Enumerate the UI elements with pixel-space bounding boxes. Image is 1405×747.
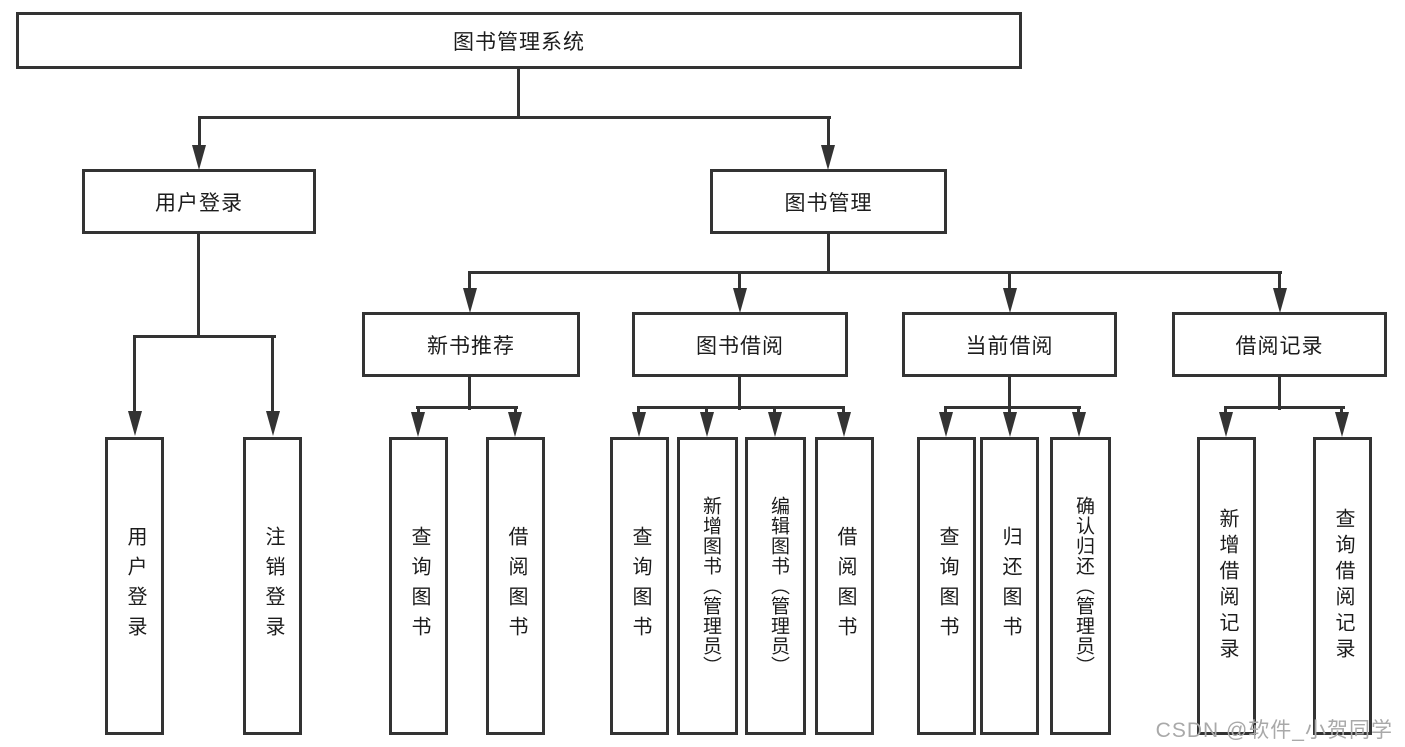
connector-line: [197, 231, 200, 338]
leaf-query-book-3: 查询图书: [917, 437, 976, 735]
node-new-book-recommend: 新书推荐: [362, 312, 580, 377]
connector-line: [514, 406, 517, 417]
arrow-down-icon: [1003, 412, 1017, 437]
connector-line: [944, 406, 1081, 409]
connector-line: [1340, 406, 1343, 417]
leaf-confirm-return-admin: 确认归还（管理员）: [1050, 437, 1111, 735]
watermark: CSDN @软件_小贺同学: [1155, 719, 1393, 742]
arrow-down-icon: [837, 412, 851, 437]
leaf-query-book-2: 查询图书: [610, 437, 669, 735]
node-current-borrow: 当前借阅: [902, 312, 1117, 377]
connector-line: [468, 271, 1282, 274]
leaf-logout-login: 注销登录: [243, 437, 302, 735]
arrow-down-icon: [192, 145, 206, 170]
connector-line: [1278, 271, 1281, 291]
connector-line: [1008, 406, 1011, 417]
leaf-user-login: 用户登录: [105, 437, 164, 735]
connector-line: [133, 335, 276, 338]
connector-line: [1224, 406, 1227, 417]
arrow-down-icon: [1072, 412, 1086, 437]
leaf-borrow-book-2: 借阅图书: [815, 437, 874, 735]
leaf-add-book-admin: 新增图书（管理员）: [677, 437, 738, 735]
leaf-query-borrow-record: 查询借阅记录: [1313, 437, 1372, 735]
arrow-down-icon: [1273, 288, 1287, 313]
arrow-down-icon: [1219, 412, 1233, 437]
arrow-down-icon: [700, 412, 714, 437]
leaf-query-book-1: 查询图书: [389, 437, 448, 735]
connector-line: [416, 406, 518, 409]
connector-line: [417, 406, 420, 417]
leaf-edit-book-admin: 编辑图书（管理员）: [745, 437, 806, 735]
arrow-down-icon: [1003, 288, 1017, 313]
leaf-add-borrow-record: 新增借阅记录: [1197, 437, 1256, 735]
arrow-down-icon: [939, 412, 953, 437]
node-book-management: 图书管理: [710, 169, 947, 234]
connector-line: [842, 406, 845, 417]
connector-line: [133, 335, 136, 414]
node-borrow-record: 借阅记录: [1172, 312, 1387, 377]
connector-line: [1008, 374, 1011, 410]
connector-line: [637, 406, 640, 417]
connector-line: [517, 66, 520, 119]
connector-line: [738, 374, 741, 410]
leaf-borrow-book-1: 借阅图书: [486, 437, 545, 735]
connector-line: [944, 406, 947, 417]
leaf-return-book: 归还图书: [980, 437, 1039, 735]
node-book-borrow: 图书借阅: [632, 312, 848, 377]
connector-line: [1278, 374, 1281, 410]
connector-line: [1077, 406, 1080, 417]
arrow-down-icon: [411, 412, 425, 437]
connector-line: [827, 231, 830, 274]
arrow-down-icon: [821, 145, 835, 170]
node-user-login: 用户登录: [82, 169, 316, 234]
arrow-down-icon: [128, 411, 142, 436]
arrow-down-icon: [463, 288, 477, 313]
connector-line: [1224, 406, 1345, 409]
arrow-down-icon: [508, 412, 522, 437]
arrow-down-icon: [1335, 412, 1349, 437]
connector-line: [827, 116, 830, 148]
arrow-down-icon: [266, 411, 280, 436]
arrow-down-icon: [768, 412, 782, 437]
connector-line: [468, 271, 471, 291]
arrow-down-icon: [733, 288, 747, 313]
connector-line: [198, 116, 201, 148]
arrow-down-icon: [632, 412, 646, 437]
connector-line: [1008, 271, 1011, 291]
connector-line: [198, 116, 831, 119]
node-root: 图书管理系统: [16, 12, 1022, 69]
connector-line: [271, 335, 274, 414]
connector-line: [468, 374, 471, 410]
connector-line: [705, 406, 708, 417]
connector-line: [637, 406, 845, 409]
connector-line: [773, 406, 776, 417]
connector-line: [738, 271, 741, 291]
